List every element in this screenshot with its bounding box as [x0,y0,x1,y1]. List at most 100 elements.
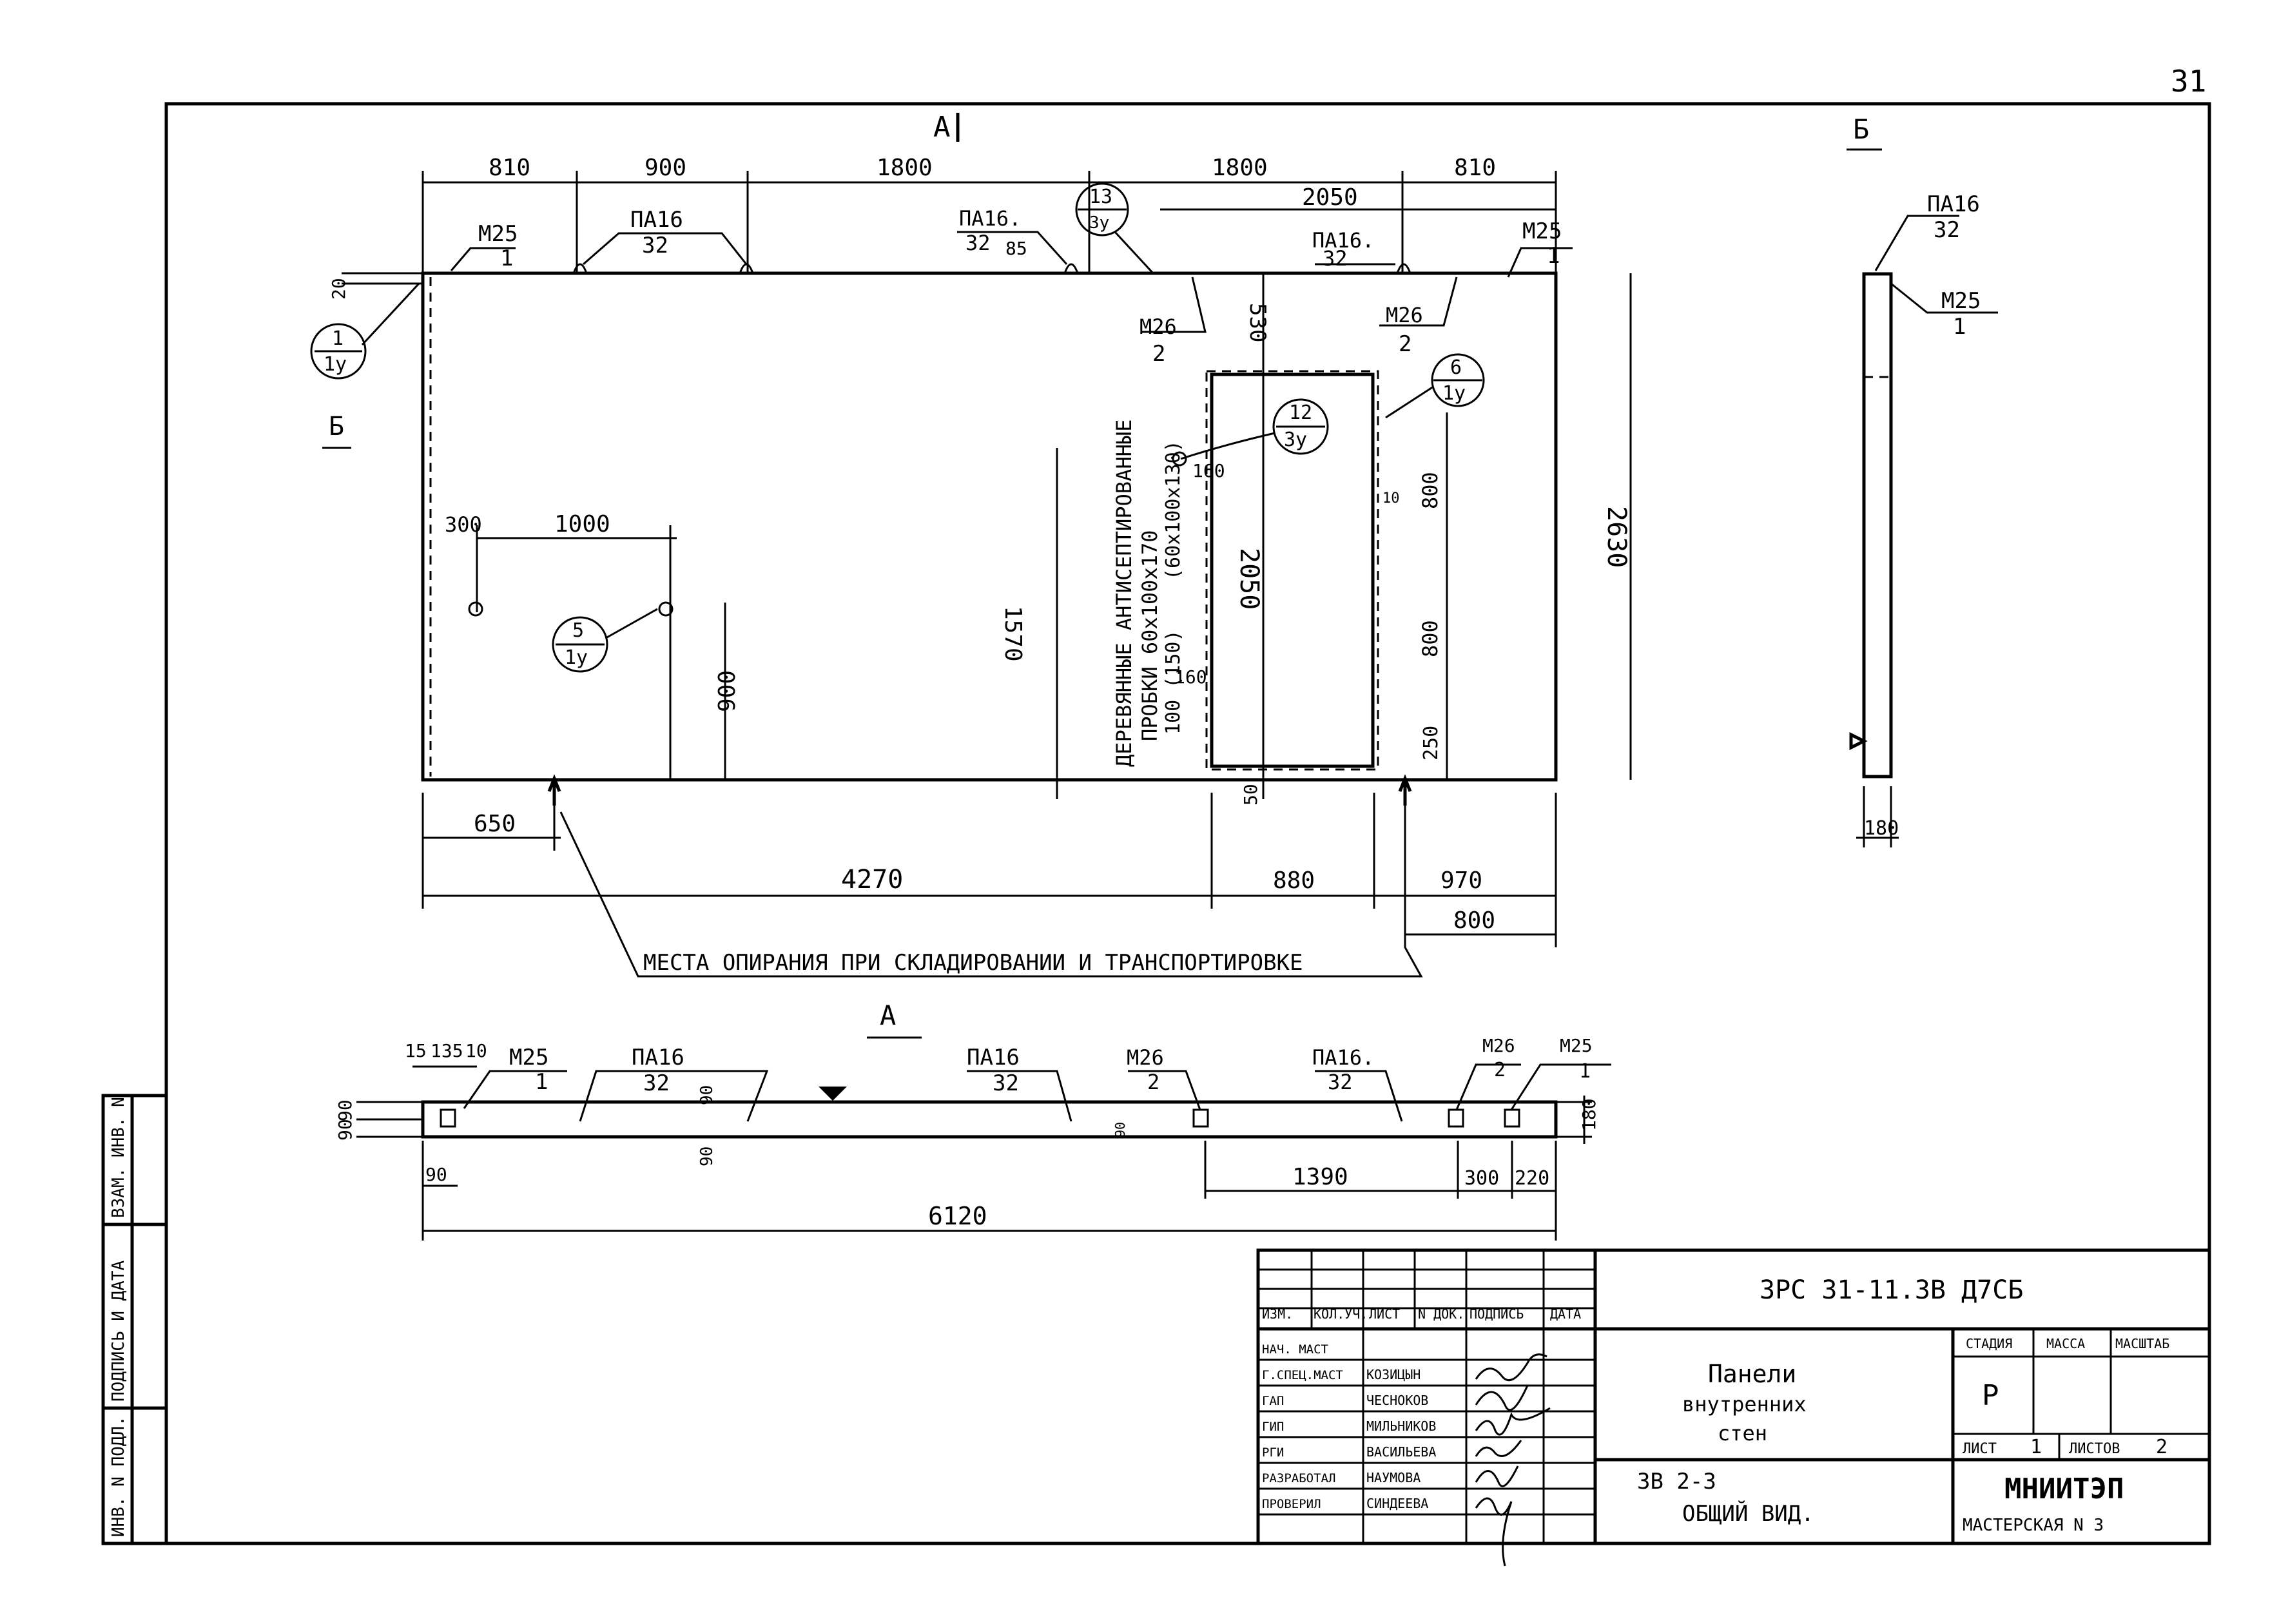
workshop: МАСТЕРСКАЯ N 3 [1963,1516,2104,1535]
sec-lbl-pa16-1: ПА16 [632,1045,684,1070]
rev-h-podpis: ПОДПИСЬ [1469,1306,1524,1322]
sheet-frame [164,102,2211,1545]
sec-dim-15: 15 [405,1040,427,1061]
sec-lbl-2-2: 2 [1494,1059,1506,1081]
lbl-m26-2: М26 [1386,303,1423,327]
rev-h-izm: ИЗМ. [1262,1306,1293,1322]
section-a-marker-top: А [933,111,951,144]
sec-dim-180: 180 [1578,1098,1600,1131]
lbl-2-1: 2 [1152,341,1165,367]
lbl-32-3: 32 [1323,246,1348,271]
title-line-2: внутренних [1682,1392,1807,1416]
rev-h-data: ДАТА [1550,1306,1581,1322]
sec-dim-90d: 90 [425,1164,447,1185]
sec-lbl-2-1: 2 [1147,1070,1159,1094]
lbl-pa16-3: ПА16. [1312,228,1374,253]
section-a-title: А [880,1000,896,1031]
dim-1570: 1570 [1000,606,1026,662]
dim-10: 10 [1382,490,1400,507]
side-view-title: Б [1853,113,1869,145]
stamp-inv: ИНВ. N ПОДЛ. [109,1416,128,1537]
lbl-1-right: 1 [1547,243,1560,269]
sub-code: 3В 2-3 [1637,1469,1716,1494]
svg-text:100 (150): 100 (150) [1162,630,1185,735]
dim-top-5: 810 [1454,155,1496,181]
svg-text:6: 6 [1450,356,1462,379]
role-5: РАЗРАБОТАЛ [1262,1471,1335,1485]
sheet-number: 31 [2171,64,2206,99]
sub-title: ОБЩИЙ ВИД. [1682,1500,1814,1527]
dim-top-1: 810 [489,155,530,181]
dim-900: 900 [714,670,741,712]
sec-lbl-m25-2: М25 [1560,1035,1593,1056]
lbl-1-left: 1 [500,246,513,271]
dim-880: 880 [1273,867,1315,894]
sheets-label: ЛИСТОВ [2069,1441,2120,1457]
dim-650: 650 [474,811,516,837]
callout-6: 6 1у [1385,353,1485,419]
sec-lbl-m26-2: М26 [1482,1035,1515,1056]
rev-h-ndok: N ДОК. [1418,1306,1464,1322]
dim-top-4: 1800 [1212,155,1268,181]
name-6: СИНДЕЕВА [1366,1496,1428,1511]
sec-dim-135: 135 [431,1040,463,1061]
title-line-3: стен [1718,1421,1767,1445]
svg-text:3у: 3у [1284,429,1307,451]
sec-left-dim-2: 90 [335,1119,356,1141]
callout-13: 13 3у [1075,182,1155,275]
svg-text:1у: 1у [324,353,347,376]
sec-lbl-1-1: 1 [535,1069,548,1095]
dim-2050: 2050 [1234,548,1264,610]
sec-lbl-32-2: 32 [993,1070,1019,1096]
sheet-value: 1 [2030,1436,2042,1458]
stage-value: Р [1982,1379,1999,1412]
side-32: 32 [1934,217,1960,243]
side-view-b: Б ПА16 32 М25 1 180 [1847,113,1998,847]
side-1: 1 [1953,314,1966,340]
sec-left-dim-1: 90 [335,1099,356,1121]
dim-300: 300 [445,512,482,537]
callout-1: 1 1у [310,282,420,380]
role-3: ГИП [1262,1420,1284,1434]
role-6: ПРОВЕРИЛ [1262,1497,1321,1511]
stamp-podpis: ПОДПИСЬ И ДАТА [109,1261,128,1402]
sheets-value: 2 [2156,1436,2167,1458]
svg-text:ПРОБКИ 60х100х170: ПРОБКИ 60х100х170 [1138,530,1162,741]
dim-970: 970 [1440,867,1482,894]
lbl-m25-left: М25 [478,221,518,247]
lbl-pa16-1: ПА16 [630,207,683,233]
sec-dim-10: 10 [465,1040,487,1061]
dim-250: 250 [1420,726,1442,760]
name-1: КОЗИЦЫН [1366,1367,1421,1382]
sec-dim-220: 220 [1515,1167,1549,1190]
dim-530: 530 [1245,303,1270,342]
svg-text:1у: 1у [565,646,588,669]
sheet-label: ЛИСТ [1963,1441,1997,1457]
section-a: А 90 90 15 135 10 М25 1 ПА16 32 ПА16 32 … [335,1000,1611,1241]
panel-outline [421,271,1558,782]
lbl-m26-1: М26 [1140,314,1177,339]
dim-4270: 4270 [841,865,903,894]
panel-elevation: А Б 810 900 1800 1800 810 2050 ПА16 32 П… [310,111,1632,978]
dim-160-top: 160 [1192,460,1225,481]
stage-h-2: МАССА [2046,1336,2085,1351]
dim-50: 50 [1240,784,1261,806]
svg-text:13: 13 [1089,186,1112,208]
lbl-m25-right: М25 [1522,218,1562,244]
sec-dim-90a: 90 [697,1085,717,1105]
role-4: РГИ [1262,1445,1284,1460]
svg-text:1: 1 [332,327,344,350]
door-opening [1210,372,1375,768]
sec-dim-300: 300 [1464,1167,1499,1190]
name-5: НАУМОВА [1366,1470,1421,1485]
dim-2050-top: 2050 [1302,184,1358,211]
dim-800c: 800 [1453,907,1495,934]
svg-text:ДЕРЕВЯННЫЕ АНТИСЕПТИРОВАННЫЕ: ДЕРЕВЯННЫЕ АНТИСЕПТИРОВАННЫЕ [1112,420,1136,767]
lbl-32-1: 32 [642,233,668,258]
callout-12: 12 3у [1172,398,1329,467]
sec-lbl-pa16-2: ПА16 [967,1045,1020,1070]
svg-text:(60х100х130): (60х100х130) [1162,440,1185,580]
svg-text:5: 5 [572,619,584,642]
sec-lbl-m25-1: М25 [509,1045,548,1070]
sec-dim-90b: 90 [697,1146,717,1166]
